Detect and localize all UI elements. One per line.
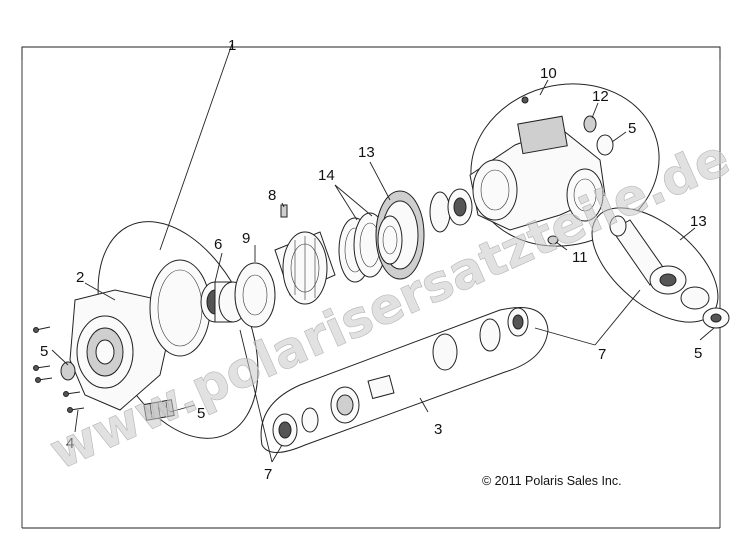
callout-5-lower: 5 [197, 405, 205, 422]
assembly-bracket [21, 46, 721, 60]
callout-14: 14 [318, 167, 335, 184]
callout-5-output: 5 [694, 345, 702, 362]
callout-10: 10 [540, 65, 557, 82]
callout-7-right: 7 [598, 346, 606, 363]
pin-8 [280, 204, 288, 218]
service-kit [260, 307, 549, 453]
callout-5-left: 5 [40, 343, 48, 360]
output-shaft-assembly [591, 207, 730, 329]
copyright-notice: © 2011 Polaris Sales Inc. [482, 474, 622, 488]
bearing-6 [200, 281, 248, 323]
bolt-set [33, 326, 85, 413]
callout-6: 6 [214, 236, 222, 253]
roll-cage [274, 231, 336, 305]
seal-ring [429, 191, 451, 233]
front-housing [60, 221, 259, 439]
callout-4: 4 [66, 435, 74, 452]
leader-lines [51, 43, 715, 463]
ring-gear [375, 190, 425, 280]
rear-case [469, 83, 660, 247]
callout-11: 11 [572, 249, 588, 266]
callout-9: 9 [242, 230, 250, 247]
armature-plate [234, 262, 276, 328]
callout-13-left: 13 [358, 144, 375, 161]
callout-1: 1 [228, 37, 236, 54]
callout-2: 2 [76, 269, 84, 286]
callout-3: 3 [434, 421, 442, 438]
callout-12: 12 [592, 88, 609, 105]
callout-5-case: 5 [628, 120, 636, 137]
callout-7-left: 7 [264, 466, 272, 483]
callout-13-right: 13 [690, 213, 707, 230]
case-bearing [447, 188, 473, 226]
callout-8: 8 [268, 187, 276, 204]
